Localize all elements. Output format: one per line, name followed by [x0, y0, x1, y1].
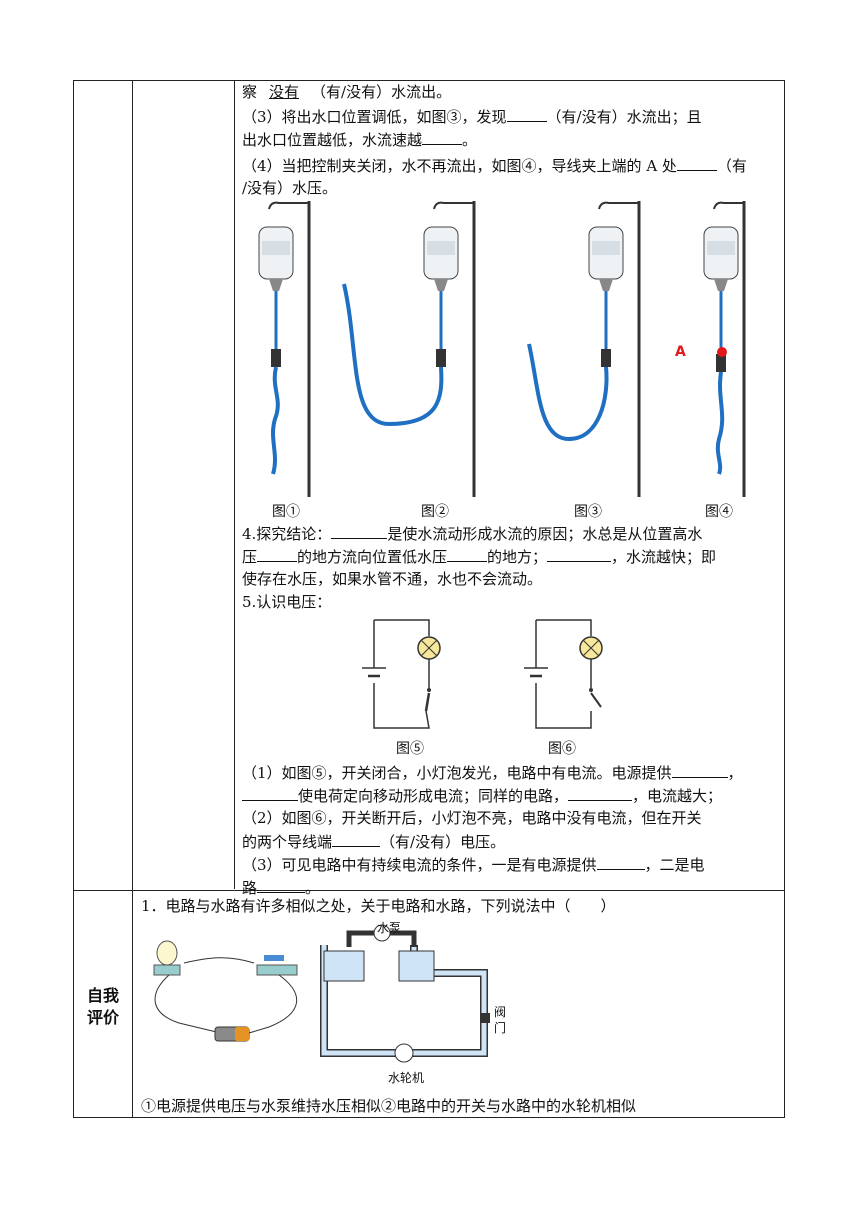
answer-fill: 没有	[269, 83, 300, 101]
text: 路	[242, 879, 258, 897]
valve-label: 门	[494, 1021, 507, 1035]
text: （1）如图⑤，开关闭合，小灯泡发光，电路中有电流。电源提供	[242, 764, 672, 782]
text: 压	[242, 548, 258, 566]
voltage-q3-line2: 路。	[242, 876, 320, 900]
circuit-open	[524, 619, 603, 729]
drip-setup-3	[527, 201, 641, 497]
drip-setup-4	[703, 201, 746, 497]
label-line: 自我	[86, 986, 119, 1005]
item4-line: （4）当把控制夹关闭，水不再流出，如图④，导线夹上端的 A 处 （有	[242, 154, 747, 178]
answer-blank[interactable]	[506, 105, 547, 122]
voltage-q1-line2: 使电荷定向移动形成电流；同样的电路， ，电流越大；	[242, 784, 722, 808]
valve-label: 阀	[494, 1005, 507, 1019]
answer-blank[interactable]	[568, 784, 633, 801]
item3-line2: 出水口位置越低，水流速越 。	[242, 128, 477, 152]
text: 出水口位置越低，水流速越	[242, 131, 423, 149]
answer-blank[interactable]	[671, 761, 728, 778]
text: 察	[242, 83, 258, 101]
conclusion-line: 4.探究结论： 是使水流动形成水流的原因；水总是从位置高水	[242, 522, 702, 546]
item4-line2: /没有）水压。	[242, 177, 337, 200]
column-divider	[234, 81, 235, 889]
circuit-closed	[362, 619, 441, 729]
text: /没有）水压。	[242, 179, 338, 197]
figure-caption: 图②	[421, 504, 449, 520]
answer-blank[interactable]	[447, 545, 488, 562]
figure-caption: 图⑥	[548, 741, 576, 757]
answer-blank[interactable]	[242, 784, 298, 801]
point-a-marker	[717, 347, 727, 357]
text: ，电流越大；	[632, 787, 723, 805]
answer-blank[interactable]	[422, 128, 463, 145]
text: （有/没有）电压。	[380, 833, 506, 851]
drip-figures	[258, 201, 746, 497]
text: 的地方流向位置低水压	[297, 548, 448, 566]
answer-blank[interactable]	[257, 545, 298, 562]
item3-line: （3）将出水口位置调低，如图③，发现 （有/没有）水流出；且	[242, 105, 702, 129]
text: 是使水流动形成水流的原因；水总是从位置高水	[387, 525, 703, 543]
text: 。	[462, 131, 478, 149]
circuit-water-analogy	[153, 924, 490, 1063]
label-line: 评价	[86, 1008, 119, 1027]
section-heading: 5.认识电压：	[242, 593, 332, 611]
voltage-q2: （2）如图⑥，开关断开后，小灯泡不亮，电路中没有电流，但在开关	[242, 809, 702, 827]
text: 的两个导线端	[242, 833, 333, 851]
voltage-q3: （3）可见电路中有持续电流的条件，一是有电源提供 ，二是电	[242, 853, 705, 877]
pump-label: 水泵	[377, 921, 402, 935]
row-divider	[74, 890, 784, 891]
text: （3）将出水口位置调低，如图③，发现	[242, 108, 507, 126]
answer-blank[interactable]	[547, 545, 612, 562]
observe-line: 察没有 （有/没有）水流出。	[242, 81, 451, 104]
text: ，	[727, 764, 743, 782]
self-eval-question: 1．电路与水路有许多相似之处，关于电路和水路，下列说法中（ ）	[141, 897, 616, 915]
text: （3）可见电路中有持续电流的条件，一是有电源提供	[242, 856, 597, 874]
point-a-label: A	[675, 344, 686, 360]
conclusion-line: 使存在水压，如果水管不通，水也不会流动。	[242, 570, 543, 588]
figure-caption: 图①	[272, 504, 300, 520]
text: ，二是电	[644, 856, 705, 874]
answer-blank[interactable]	[332, 830, 381, 847]
turbine-label: 水轮机	[388, 1071, 425, 1085]
answer-blank[interactable]	[596, 853, 645, 870]
text: （有	[716, 157, 747, 175]
column-divider	[132, 81, 133, 1117]
figure-caption: 图⑤	[396, 741, 424, 757]
text: 4.探究结论：	[242, 525, 332, 543]
text: 使电荷定向移动形成电流；同样的电路，	[298, 787, 569, 805]
answer-blank[interactable]	[257, 876, 306, 893]
circuit-figures	[362, 619, 603, 729]
conclusion-line: 压 的地方流向位置低水压 的地方； ，水流越快；即	[242, 545, 716, 569]
text: ，水流越快；即	[611, 548, 717, 566]
electric-circuit	[153, 940, 298, 1042]
water-circuit	[320, 924, 490, 1063]
drip-setup-2	[342, 201, 476, 497]
answer-blank[interactable]	[676, 154, 717, 171]
self-eval-statement: ①电源提供电压与水泵维持水压相似②电路中的开关与水路中的水轮机相似	[141, 1097, 637, 1115]
drip-setup-1	[258, 201, 311, 497]
text: （4）当把控制夹关闭，水不再流出，如图④，导线夹上端的 A 处	[242, 157, 677, 175]
text: 的地方；	[487, 548, 548, 566]
text: （有/没有）水流出；且	[546, 108, 702, 126]
figure-caption: 图③	[574, 504, 602, 520]
voltage-q2-line2: 的两个导线端 （有/没有）电压。	[242, 830, 505, 854]
answer-blank[interactable]	[331, 522, 388, 539]
text: 。	[305, 879, 321, 897]
text: （有/没有）水流出。	[311, 83, 452, 101]
self-eval-label: 自我 评价	[74, 985, 132, 1029]
figure-caption: 图④	[705, 504, 733, 520]
worksheet-table: 察没有 （有/没有）水流出。 （3）将出水口位置调低，如图③，发现 （有/没有）水流…	[73, 80, 785, 1118]
voltage-q1: （1）如图⑤，开关闭合，小灯泡发光，电路中有电流。电源提供 ，	[242, 761, 743, 785]
